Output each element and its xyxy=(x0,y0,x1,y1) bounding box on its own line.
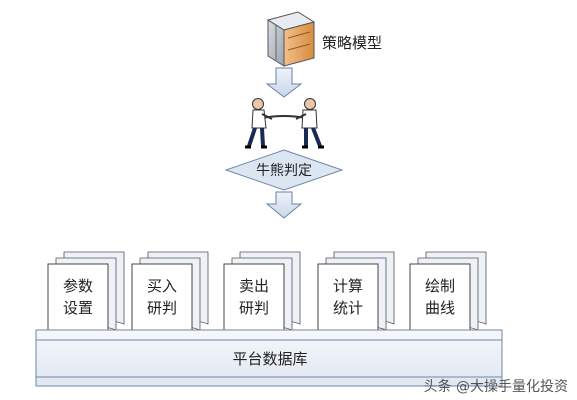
module-sell-analysis: 卖出 研判 xyxy=(223,251,301,341)
module-3-line2: 研判 xyxy=(239,299,269,317)
arrow-down-1 xyxy=(265,67,303,98)
module-2-line2: 研判 xyxy=(147,299,177,317)
module-4-line2: 统计 xyxy=(333,299,363,317)
tug-of-war-icon xyxy=(245,98,324,149)
module-2-line1: 买入 xyxy=(147,277,177,295)
module-5-line1: 绘制 xyxy=(425,277,455,295)
module-parameter-settings: 参数 设置 xyxy=(47,251,125,341)
module-calc-stats: 计算 统计 xyxy=(317,251,395,341)
strategy-model-label: 策略模型 xyxy=(322,34,382,52)
module-5-line2: 曲线 xyxy=(425,299,455,317)
module-4-line1: 计算 xyxy=(333,277,363,295)
decision-label: 牛熊判定 xyxy=(256,163,312,179)
strategy-model-icon xyxy=(266,11,316,67)
module-1-line2: 设置 xyxy=(63,299,93,317)
platform-database-label: 平台数据库 xyxy=(232,350,307,368)
decision-diamond xyxy=(224,149,344,191)
watermark: 头条 @大操手量化投资 xyxy=(424,378,568,395)
module-1-line1: 参数 xyxy=(63,277,93,295)
arrow-down-2 xyxy=(265,191,303,219)
module-3-line1: 卖出 xyxy=(239,277,269,295)
platform-database xyxy=(35,329,503,387)
module-buy-analysis: 买入 研判 xyxy=(131,251,209,341)
module-draw-curve: 绘制 曲线 xyxy=(409,251,487,341)
